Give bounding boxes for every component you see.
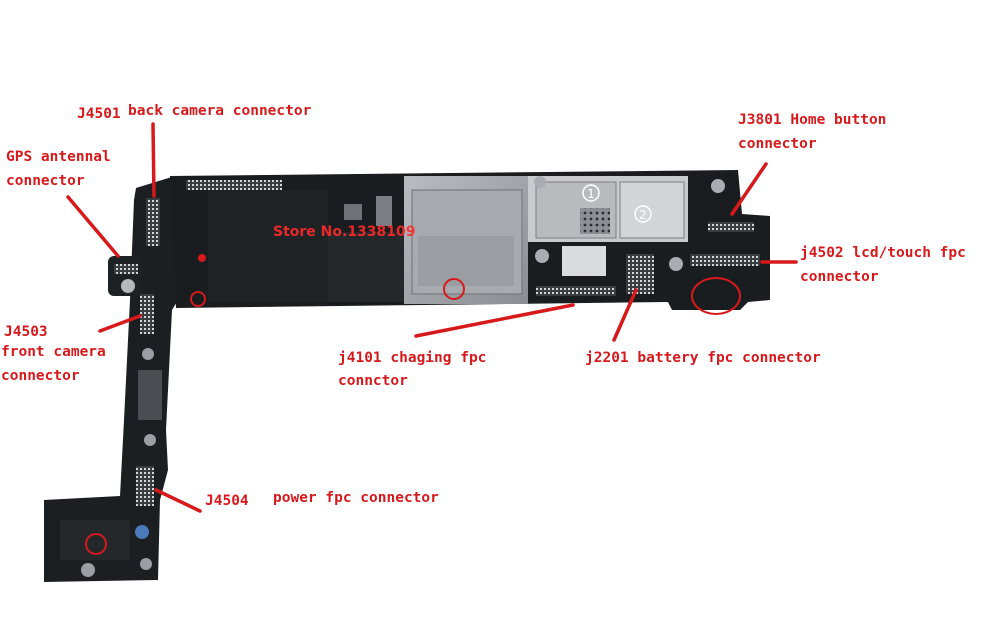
chip-2 [619, 181, 685, 239]
connector-j4502 [690, 254, 760, 266]
leader-j3801 [730, 162, 768, 216]
chip-marker-1: 1 [582, 184, 600, 202]
label-j4504-name: power fpc connector [273, 490, 439, 506]
leader-j2201 [612, 288, 638, 342]
leader-gps [66, 195, 120, 258]
stem-shield [138, 370, 162, 420]
sim-slot-area [418, 236, 514, 286]
chip-marker-2-text: 2 [639, 208, 647, 222]
connector-j4101 [536, 286, 616, 296]
standoff [711, 179, 725, 193]
label-j4501-code: J4501 [77, 106, 121, 122]
bottom-chip-marker [135, 525, 149, 539]
label-j3801-line1: J3801 Home button [738, 112, 887, 128]
standoff [140, 558, 152, 570]
highlight-circle [190, 291, 206, 307]
standoff [534, 176, 546, 188]
label-gps-line1: GPS antennal [6, 149, 111, 165]
connector-j4501 [146, 198, 160, 246]
leader-j4501 [151, 122, 156, 198]
highlight-dot [198, 254, 206, 262]
connector-j4504 [136, 466, 154, 506]
top-components [186, 180, 282, 190]
right-lower-shield [562, 246, 606, 276]
highlight-circle [443, 278, 465, 300]
chip-marker-1-text: 1 [587, 187, 595, 201]
chip-marker-2: 2 [634, 205, 652, 223]
leader-j4504 [154, 488, 202, 513]
label-j4502-line1: j4502 lcd/touch fpc [800, 245, 966, 261]
main-shield-mid [328, 232, 404, 302]
label-j4503-line1: J4503 [4, 324, 48, 340]
label-j4503-line2: front camera [1, 344, 106, 360]
leader-j4503 [98, 314, 142, 333]
standoff [144, 434, 156, 446]
small-part-a [344, 204, 362, 220]
highlight-circle [691, 277, 741, 315]
leader-lines [66, 122, 798, 513]
connector-j4503 [140, 294, 154, 334]
label-j4502-line2: connector [800, 269, 879, 285]
standoff [121, 279, 135, 293]
connector-j3801 [708, 222, 754, 232]
standoff [142, 348, 154, 360]
label-j2201: j2201 battery fpc connector [585, 350, 821, 366]
store-watermark: Store No.1338109 [273, 224, 416, 240]
standoff [669, 257, 683, 271]
bga-chip [580, 208, 610, 234]
small-part-b [376, 196, 392, 226]
label-j4504-code: J4504 [205, 493, 249, 509]
standoff [535, 249, 549, 263]
label-j4501-name: back camera connector [128, 103, 312, 119]
label-j4503-line3: connector [1, 368, 80, 384]
label-gps-line2: connector [6, 173, 85, 189]
leader-j4101 [414, 303, 575, 338]
label-j4101-line2: connctor [338, 373, 408, 389]
standoff [81, 563, 95, 577]
connector-j2201 [626, 254, 654, 294]
main-shield-left [208, 190, 328, 302]
label-j3801-line2: connector [738, 136, 817, 152]
highlight-circle [85, 533, 107, 555]
label-j4101-line1: j4101 chaging fpc [338, 350, 487, 366]
connector-gps [114, 264, 138, 274]
